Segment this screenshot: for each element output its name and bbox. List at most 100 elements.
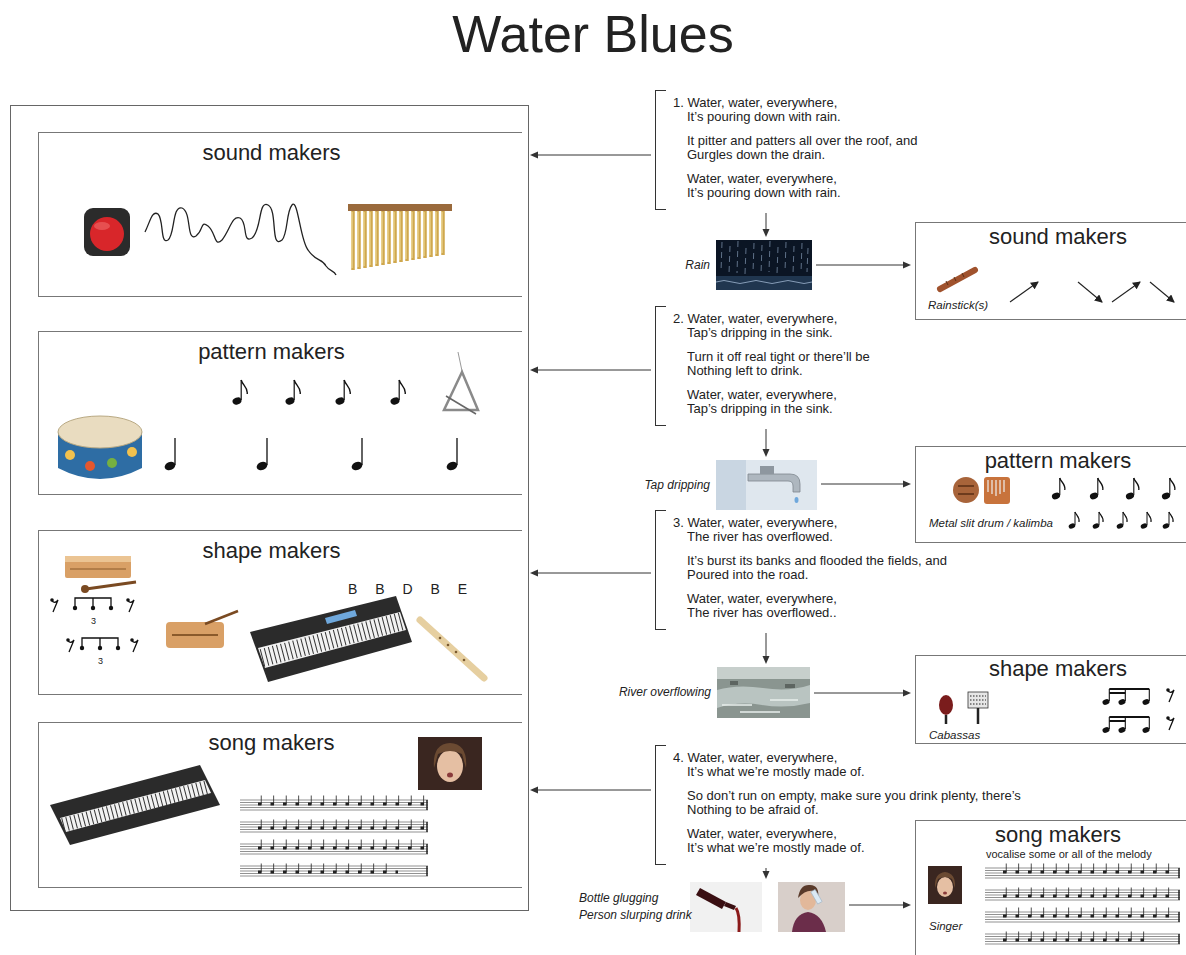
recorder: [455, 651, 458, 654]
flood-photo: [717, 667, 810, 718]
verse-text: Water, water, everywhere, It’s what we’r…: [673, 827, 873, 855]
arrow-line: [766, 429, 767, 450]
flow-arrow: [763, 868, 770, 879]
rainstick: [940, 270, 975, 289]
picture-caption: Cabassas: [929, 728, 980, 742]
button-instrument: [84, 208, 130, 256]
rain-photo: [716, 240, 812, 290]
beamed-rhythm: [1168, 690, 1174, 702]
triplet-rhythm: [75, 598, 111, 606]
instrument-panel: shape makersCabassas: [915, 655, 1186, 744]
tap-photo: [716, 460, 746, 510]
sound-picture: Tap dripping: [716, 460, 817, 510]
eighth-notes: [232, 380, 406, 406]
flood-photo: [730, 681, 738, 685]
wood-block: [65, 556, 131, 562]
verse-bracket: 3. Water, water, everywhere, The river h…: [655, 510, 974, 630]
button-instrument: [84, 208, 130, 256]
cabassa: [939, 692, 988, 724]
rain-photo: [716, 281, 812, 284]
music-score: [426, 800, 428, 876]
verse-text: 3. Water, water, everywhere, The river h…: [673, 516, 873, 544]
eighth-notes: [1060, 478, 1175, 490]
beamed-rhythm: [1109, 717, 1149, 729]
rain-photo: [716, 276, 812, 290]
singer-photo: [935, 872, 955, 888]
cabassa: [968, 692, 988, 708]
keyboard: [63, 787, 208, 825]
arrow-head: [903, 690, 911, 697]
verse-bracket: 2. Water, water, everywhere, Tap’s dripp…: [655, 306, 898, 426]
flow-arrow: [849, 902, 911, 909]
triplet-rhythm: [91, 606, 95, 610]
rain-gesture-arrows: [1112, 282, 1140, 302]
cabassa: [945, 715, 948, 724]
picture-caption: Person slurping drink: [579, 908, 692, 922]
verse-text: 4. Water, water, everywhere, It’s what w…: [673, 751, 873, 779]
keyboard: [250, 596, 412, 682]
wind-chimes: [352, 212, 442, 268]
instrument-panel: sound makersRainstick(s): [915, 222, 1186, 320]
tap-photo: [716, 460, 817, 510]
wind-chimes: [348, 204, 452, 211]
wood-block: [81, 585, 89, 593]
keyboard: [250, 596, 412, 682]
music-score: [985, 868, 1180, 944]
tap-photo: [716, 460, 817, 510]
panel-heading: sound makers: [39, 141, 522, 165]
sound-picture: Bottle gluggingPerson slurping drink: [690, 882, 845, 932]
singer-photo: [437, 750, 463, 782]
flood-photo: [717, 667, 810, 679]
arrow-line: [821, 484, 904, 485]
bottle-photo: [724, 902, 736, 910]
singer-photo: [943, 891, 947, 894]
flow-arrow: [530, 787, 651, 794]
eighth-notes: [1051, 478, 1175, 530]
recorder: [447, 644, 450, 647]
beamed-rhythm: [1109, 689, 1149, 693]
picture-caption: Metal slit drum / kalimba: [929, 516, 1053, 530]
verse-text: Turn it off real tight or there’ll be No…: [673, 350, 894, 378]
kalimba: [988, 480, 1004, 496]
instrument-panel: sound makers: [38, 132, 522, 297]
wind-chimes: [348, 204, 452, 270]
panel-heading: pattern makers: [39, 340, 522, 364]
singer-photo: [434, 743, 466, 768]
triangle-instrument: [458, 352, 462, 371]
singer-photo: [418, 737, 482, 790]
quarter-notes: [163, 438, 458, 472]
arrow-line: [816, 265, 904, 266]
music-score: [1003, 872, 1178, 940]
tap-photo: [760, 466, 774, 474]
slit-drum: [958, 486, 974, 494]
verse-text: 1. Water, water, everywhere, It’s pourin…: [673, 96, 873, 124]
verse-text: So don’t run on empty, make sure you dri…: [673, 789, 1047, 817]
kalimba: [984, 477, 1010, 504]
line-spacer: [849, 516, 873, 530]
music-score: [1178, 868, 1180, 944]
triplet-rhythm: [98, 646, 102, 650]
picture-caption: Bottle glugging: [579, 891, 658, 905]
beamed-rhythm: [1102, 688, 1174, 734]
keyboard: [50, 765, 220, 845]
line-spacer: [849, 96, 873, 110]
arrow-head: [763, 229, 770, 237]
recorder: [463, 659, 466, 662]
arrow-head: [530, 152, 538, 159]
triplet-rhythm: [52, 600, 58, 612]
triplet-number: 3: [91, 615, 96, 627]
bottle-photo: [690, 882, 762, 932]
slit-drum: [953, 477, 979, 503]
picture-caption: Tap dripping: [644, 478, 710, 492]
drinker-photo: [811, 889, 822, 904]
tone-block: [166, 611, 238, 648]
button-instrument: [94, 222, 110, 230]
wood-block: [70, 569, 126, 570]
wind-chimes: [353, 211, 443, 270]
quarter-notes: [175, 438, 457, 465]
rain-gesture-arrows: [1010, 282, 1038, 302]
eighth-notes: [241, 380, 405, 394]
arrow-head: [530, 787, 538, 794]
panel-heading: shape makers: [916, 657, 1186, 681]
cabassa: [977, 708, 980, 724]
